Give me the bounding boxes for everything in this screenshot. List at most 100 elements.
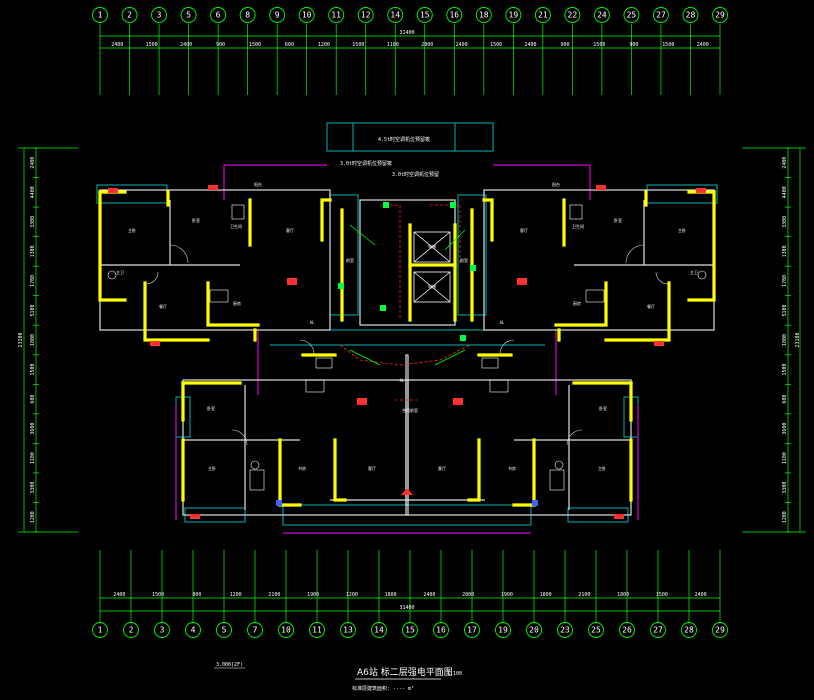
top-axis-bubble — [239, 7, 256, 23]
bottom-axis-label: 19 — [498, 626, 508, 635]
top-dim-label: 1500 — [249, 42, 261, 48]
right-dim-label: 1700 — [782, 275, 788, 287]
top-axis-bubble — [151, 7, 167, 23]
level-label: 3.000(2F) — [216, 662, 243, 668]
bottom-axis-bubble — [123, 622, 139, 638]
bottom-axis-bubble — [464, 622, 480, 638]
room-label: 电梯 — [428, 243, 436, 249]
top-axis-bubble — [328, 7, 345, 23]
right-dim-label: 5100 — [782, 304, 788, 316]
top-dim-label: 900 — [216, 42, 225, 48]
right-dim-label: 1100 — [782, 452, 788, 464]
right-dim-label: 3300 — [782, 216, 788, 228]
top-axis-label: 14 — [390, 11, 400, 20]
room-label: 电梯 — [428, 283, 436, 289]
top-axis-label: 15 — [420, 11, 430, 20]
bottom-dim-label: 1800 — [617, 592, 629, 598]
top-axis-bubble — [623, 7, 640, 23]
left-dim-label: 1200 — [30, 511, 36, 523]
top-axis-label: 25 — [627, 11, 637, 20]
room-label: 卫生间 — [230, 223, 242, 229]
bottom-dim-label: 2800 — [462, 592, 474, 598]
bottom-dim-label: 1900 — [307, 592, 319, 598]
right-dim-label: 600 — [782, 395, 788, 404]
room-label: 阳台 — [552, 181, 560, 187]
bottom-axis-label: 10 — [281, 626, 291, 635]
bottom-dim-label: 2400 — [695, 592, 707, 598]
top-axis-label: 18 — [479, 11, 489, 20]
room-label: 主卫 — [116, 269, 124, 275]
top-note-2: 3.0t时空调机位预留筱 — [340, 160, 392, 167]
top-axis-bubble — [682, 7, 699, 23]
top-axis-bubble — [712, 7, 728, 23]
top-axis-bubble — [121, 7, 138, 23]
bottom-dim-label: 1800 — [540, 592, 552, 598]
bottom-axis-bubble — [681, 622, 697, 638]
top-dim-label: 2400 — [697, 42, 709, 48]
top-axis-label: 6 — [216, 11, 221, 20]
top-dim-label: 2400 — [456, 42, 468, 48]
top-dim-label: 900 — [560, 42, 569, 48]
room-label: 合用前室 — [402, 407, 418, 413]
bottom-axis-bubble — [340, 622, 356, 638]
panel-label-right: AL — [500, 320, 505, 325]
top-axis-label: 5 — [186, 11, 191, 20]
top-axis-bubble — [505, 7, 522, 23]
bottom-axis-label: 15 — [405, 626, 415, 635]
bottom-axis-bubble — [588, 622, 604, 638]
bottom-axis-label: 5 — [222, 626, 227, 635]
top-axis-label: 22 — [568, 11, 578, 20]
top-axis-label: 24 — [597, 11, 607, 20]
top-dim-label: 2800 — [421, 42, 433, 48]
bottom-axis-label: 16 — [436, 626, 446, 635]
top-axis-bubble — [446, 7, 463, 23]
top-axis-label: 16 — [449, 11, 459, 20]
bottom-axis-bubble — [92, 622, 108, 638]
left-dim-label: 1500 — [30, 364, 36, 376]
room-label: 主卧 — [128, 227, 136, 233]
top-axis-label: 2 — [127, 11, 132, 20]
left-dim-label: 2400 — [30, 157, 36, 169]
left-dim-label: 600 — [30, 395, 36, 404]
bottom-axis-label: 27 — [653, 626, 663, 635]
top-axis-bubble — [357, 7, 374, 23]
top-axis-bubble — [92, 7, 108, 23]
bottom-axis-bubble — [557, 622, 573, 638]
room-label: 书房 — [298, 465, 306, 471]
top-axis-label: 12 — [361, 11, 371, 20]
top-dim-label: 600 — [285, 42, 294, 48]
bottom-total-dimension: 31400 — [399, 605, 414, 611]
drawing-title: A6站 标二层强电平面图 — [357, 666, 453, 678]
top-dim-label: 2400 — [180, 42, 192, 48]
bottom-dim-label: 800 — [192, 592, 201, 598]
left-dim-label: 3300 — [30, 216, 36, 228]
room-label: 卧室 — [207, 405, 215, 411]
bottom-axis-label: 20 — [529, 626, 539, 635]
right-dimension-chain: 2400440033001300170051001800150060036001… — [742, 147, 806, 533]
top-axis-bubble — [475, 7, 492, 23]
right-dim-label: 1200 — [782, 511, 788, 523]
left-dim-label: 1700 — [30, 275, 36, 287]
bottom-axis-bubble — [433, 622, 449, 638]
bottom-axis-bubble — [619, 622, 635, 638]
top-axis-bubble — [387, 7, 404, 23]
top-axis-label: 27 — [656, 11, 666, 20]
bottom-axis-label: 13 — [343, 626, 353, 635]
right-dim-label: 1300 — [782, 245, 788, 257]
room-label: 书房 — [508, 465, 516, 471]
top-axis-label: 29 — [715, 11, 725, 20]
room-label: 阳台 — [254, 181, 262, 187]
top-dim-label: 1100 — [387, 42, 399, 48]
bottom-axis-bubble — [247, 622, 263, 638]
top-axis-bubble — [653, 7, 669, 23]
top-dim-label: 900 — [629, 42, 638, 48]
room-label: 客厅 — [438, 465, 446, 471]
top-dim-label: 2400 — [111, 42, 123, 48]
top-total-dimension: 31400 — [399, 30, 414, 36]
right-dim-label: 3300 — [782, 482, 788, 494]
bottom-axis-label: 4 — [191, 626, 196, 635]
top-axis-label: 9 — [275, 11, 280, 20]
